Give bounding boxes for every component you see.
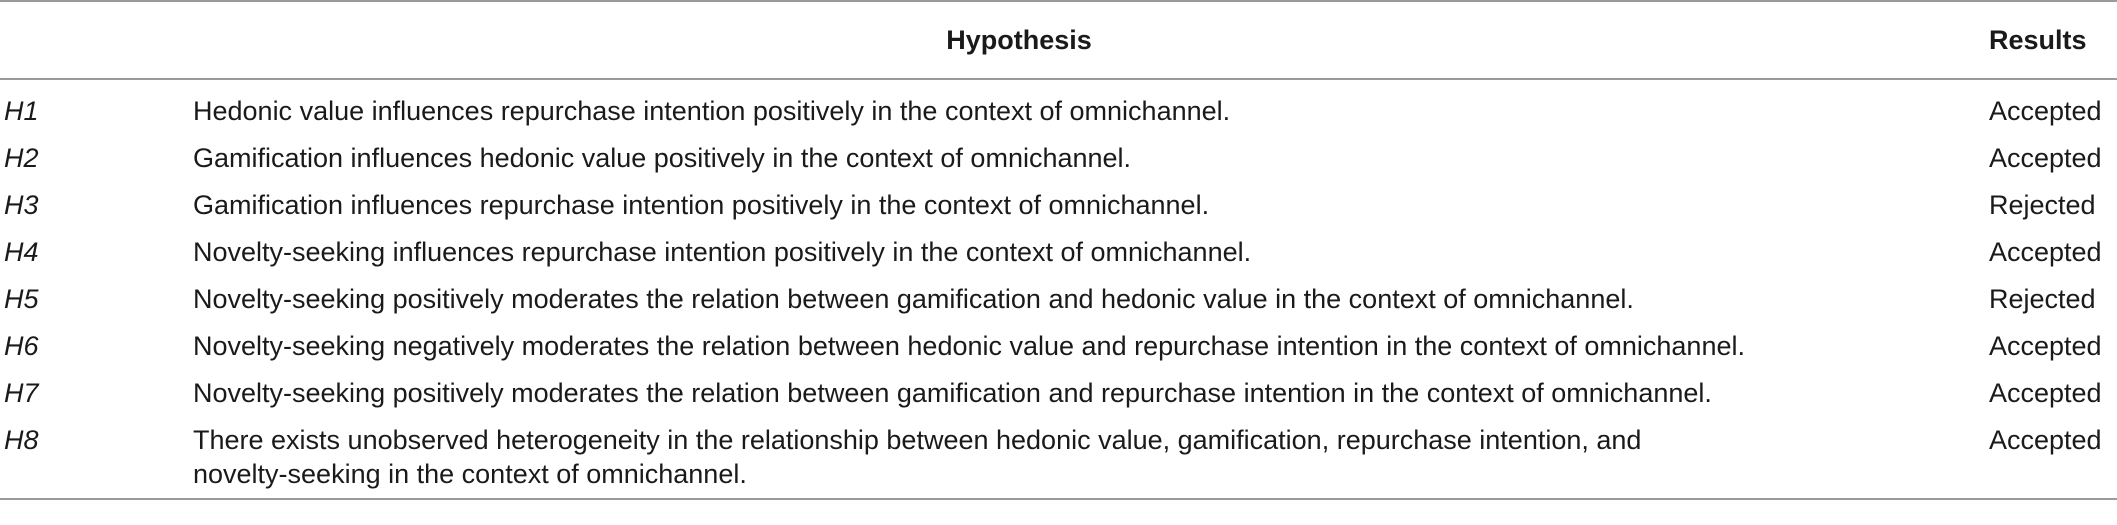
hypotheses-table: Hypothesis Results H1 Hedonic value infl… [0, 0, 2117, 500]
hypothesis-text-line1: There exists unobserved heterogeneity in… [193, 425, 1642, 455]
hypothesis-result: Accepted [1989, 378, 2102, 408]
table-row: H8 There exists unobserved heterogeneity… [0, 413, 2117, 500]
hypothesis-text: Novelty-seeking positively moderates the… [193, 284, 1634, 314]
hypothesis-id: H4 [4, 237, 39, 267]
hypothesis-text: Novelty-seeking negatively moderates the… [193, 331, 1745, 361]
header-results: Results [1985, 0, 2117, 80]
hypothesis-text-line2: novelty-seeking in the context of omnich… [193, 459, 747, 489]
hypothesis-result: Accepted [1989, 143, 2102, 173]
hypothesis-text: Novelty-seeking positively moderates the… [193, 378, 1712, 408]
hypothesis-result: Accepted [1989, 96, 2102, 126]
hypothesis-text: Novelty-seeking influences repurchase in… [193, 237, 1252, 267]
hypothesis-result: Rejected [1989, 190, 2096, 220]
hypothesis-id: H1 [4, 96, 39, 126]
table-row: H5 Novelty-seeking positively moderates … [0, 272, 2117, 319]
hypothesis-id: H2 [4, 143, 39, 173]
header-id-cell [0, 0, 193, 80]
table-header-row: Hypothesis Results [0, 0, 2117, 80]
hypothesis-text: Gamification influences hedonic value po… [193, 143, 1132, 173]
hypothesis-result: Accepted [1985, 413, 2117, 500]
header-hypothesis: Hypothesis [193, 0, 1985, 80]
hypothesis-text-multiline: There exists unobserved heterogeneity in… [193, 413, 1985, 500]
table-row: H6 Novelty-seeking negatively moderates … [0, 319, 2117, 366]
hypothesis-text: Gamification influences repurchase inten… [193, 190, 1210, 220]
hypothesis-text: Hedonic value influences repurchase inte… [193, 96, 1231, 126]
table-row: H4 Novelty-seeking influences repurchase… [0, 225, 2117, 272]
table-row: H1 Hedonic value influences repurchase i… [0, 79, 2117, 131]
hypothesis-id: H6 [4, 331, 39, 361]
table-row: H7 Novelty-seeking positively moderates … [0, 366, 2117, 413]
hypothesis-id: H7 [4, 378, 39, 408]
hypothesis-id: H5 [4, 284, 39, 314]
hypotheses-table-container: Hypothesis Results H1 Hedonic value infl… [0, 0, 2117, 500]
hypothesis-result: Accepted [1989, 331, 2102, 361]
table-row: H2 Gamification influences hedonic value… [0, 131, 2117, 178]
hypothesis-result: Accepted [1989, 237, 2102, 267]
hypothesis-id: H8 [0, 413, 193, 500]
table-row: H3 Gamification influences repurchase in… [0, 178, 2117, 225]
hypothesis-id: H3 [4, 190, 39, 220]
hypothesis-result: Rejected [1989, 284, 2096, 314]
